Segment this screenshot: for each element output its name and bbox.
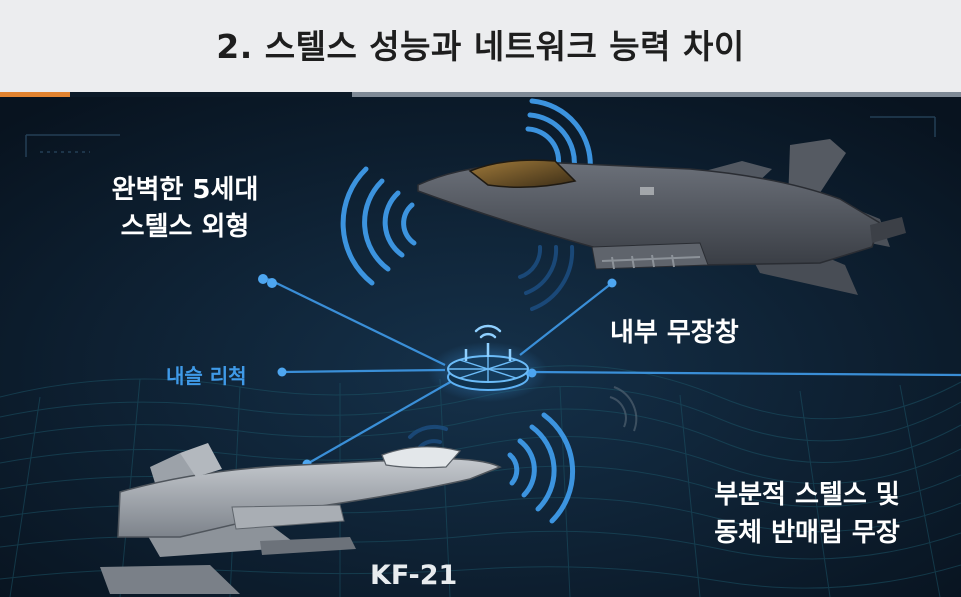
label-internal-weapons-bay: 내부 무장창 [610,318,739,348]
radar-waves-kf21 [507,412,576,524]
label-line: 스텔스 외형 [120,212,250,242]
label-line: 부분적 스텔스 및 [714,480,900,510]
network-hub-icon [428,324,548,402]
label-kf21-partial-stealth: 부분적 스텔스 및 동체 반매립 무장 [672,476,942,552]
diagram-scene [0,97,961,597]
label-kf21-name: KF-21 [370,560,458,591]
radar-waves-f35-lower [518,245,575,311]
header-bar [0,0,961,92]
radar-waves-kf21-canopy [408,424,448,449]
label-line: 동체 반매립 무장 [714,518,900,548]
accent-bar-gray [352,92,961,97]
frame-lines [25,116,936,157]
page-title: 2. 스텔스 성능과 네트워크 능력 차이 [216,27,745,66]
radar-waves-f35-upper [525,98,593,174]
f35-aircraft [417,139,906,295]
accent-bar-orange [0,92,70,97]
network-lines [267,278,961,465]
label-network: 내슬 리척 [166,364,247,388]
radar-waves-faint [609,386,638,432]
label-f35-stealth-shape: 완벽한 5세대 스텔스 외형 [60,172,310,246]
radar-waves-f35-left [340,166,417,286]
kf21-aircraft [100,443,502,594]
label-line: 완벽한 5세대 [111,175,259,205]
